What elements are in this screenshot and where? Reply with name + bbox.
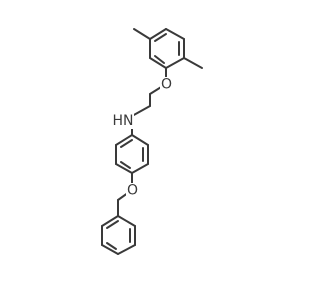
atom-o-bottom: O <box>126 183 139 199</box>
methyl-groups <box>133 28 203 69</box>
chemical-structure: O HN O <box>101 28 203 255</box>
dimethylphenyl-ring <box>149 28 185 69</box>
oxygen-label-bottom: O <box>127 183 138 199</box>
phenyl-ring <box>101 215 136 255</box>
oxygen-label-top: O <box>161 77 172 93</box>
nitrogen-label: HN <box>113 113 134 129</box>
atom-o-top: O <box>160 77 173 93</box>
atom-nh: HN <box>112 113 134 129</box>
